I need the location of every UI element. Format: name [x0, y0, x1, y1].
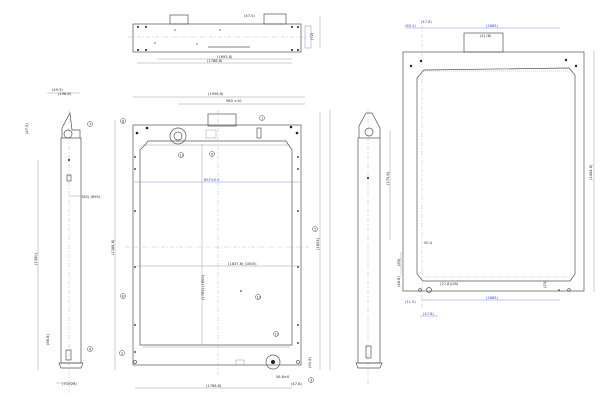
side-body	[60, 137, 82, 364]
dim-label: (1788.8)	[207, 59, 223, 63]
dim-label: (47.5)	[25, 123, 29, 134]
bracket-top	[263, 13, 287, 25]
svg-text:8: 8	[122, 120, 125, 124]
dim-label: (47.8)	[423, 312, 434, 316]
dim-label: 897±0.5	[204, 178, 220, 182]
item-balloon: 7	[89, 123, 91, 127]
dim-label: (1837.6) (1805)	[228, 262, 257, 266]
right-side-view: (179.8)	[355, 110, 391, 385]
top-view: (1693.8) (1788.8) (72) (47.5)	[128, 13, 321, 64]
dim-label: (48.8)	[397, 276, 401, 287]
dim-label: (25)	[543, 280, 547, 288]
top-bracket	[207, 113, 237, 127]
rear-frame	[402, 51, 585, 292]
dim-label: (1665)	[486, 296, 499, 300]
mounting-holes	[134, 156, 299, 353]
side-bracket	[61, 111, 81, 138]
dim-label: (1665)	[486, 24, 499, 28]
side-body	[357, 137, 381, 364]
left-side-view: (49.3) (198.8) (47.5) (82) (895) (1380) …	[25, 88, 101, 395]
svg-text:5: 5	[314, 228, 316, 232]
dim-label: (1788.8)	[206, 384, 222, 388]
dim-label: (1380)	[34, 252, 38, 265]
dim-label: (49.3)	[52, 88, 63, 92]
dim-label: (1783) (1800)	[201, 274, 205, 300]
dim-label: (1805)	[316, 237, 320, 250]
dim-label: (71)(28)	[62, 382, 77, 386]
filler-cap	[169, 127, 187, 145]
dim-label: (198.8)	[58, 92, 72, 96]
filler-neck-top	[169, 14, 189, 25]
item-balloon: 6	[89, 348, 92, 352]
dim-label: (1693.8)	[217, 55, 233, 59]
front-view: 897±0.5 (1837.6) (1805) (1783) (1800) (1…	[111, 92, 331, 389]
svg-text:13: 13	[257, 296, 262, 300]
top-view-body	[132, 23, 302, 53]
item-balloons: 8 11 9 1 5 6 13 11 2 3	[119, 115, 318, 383]
rear-view: (65.1) (47.8) (1665) (4) (6) (1464.8) 50…	[397, 20, 595, 317]
radiator-core	[139, 140, 293, 346]
dim-label: (88.8)	[46, 334, 50, 345]
dim-label: (1384.8)	[111, 239, 115, 255]
dim-label: (72)	[310, 32, 314, 40]
dim-label: (11.5)	[405, 300, 416, 304]
dim-label: (85)	[397, 258, 401, 266]
svg-text:11: 11	[180, 154, 185, 158]
svg-text:1: 1	[261, 117, 263, 121]
dim-label: 50.4	[424, 241, 433, 245]
dim-label: (47.8)	[421, 20, 432, 24]
drain-outlet	[265, 354, 281, 370]
dim-label: (1464.8)	[589, 164, 593, 180]
dim-label: (1956.8)	[208, 92, 224, 96]
dim-label: (47.8)	[291, 382, 302, 386]
dim-label: (27.8)(28)	[440, 282, 459, 286]
svg-text:6: 6	[122, 295, 125, 299]
dim-label: (65.1)	[405, 24, 416, 28]
svg-text:2: 2	[121, 352, 123, 356]
svg-text:9: 9	[211, 153, 214, 157]
dim-label: 58.8±0	[276, 375, 290, 379]
rear-bracket	[463, 32, 504, 53]
dim-label: 980 ±10	[226, 99, 242, 103]
svg-text:3: 3	[310, 379, 312, 383]
svg-text:11: 11	[275, 333, 280, 337]
dim-label: (82) (895)	[82, 195, 101, 199]
rear-core	[416, 67, 576, 282]
radiator-frame	[132, 124, 302, 366]
dim-label: (47.5)	[244, 14, 255, 18]
dim-label: (179.8)	[386, 171, 390, 185]
side-bracket	[358, 112, 381, 138]
dim-label: (90.5)	[308, 357, 312, 368]
dim-label: (4) (6)	[480, 34, 492, 38]
